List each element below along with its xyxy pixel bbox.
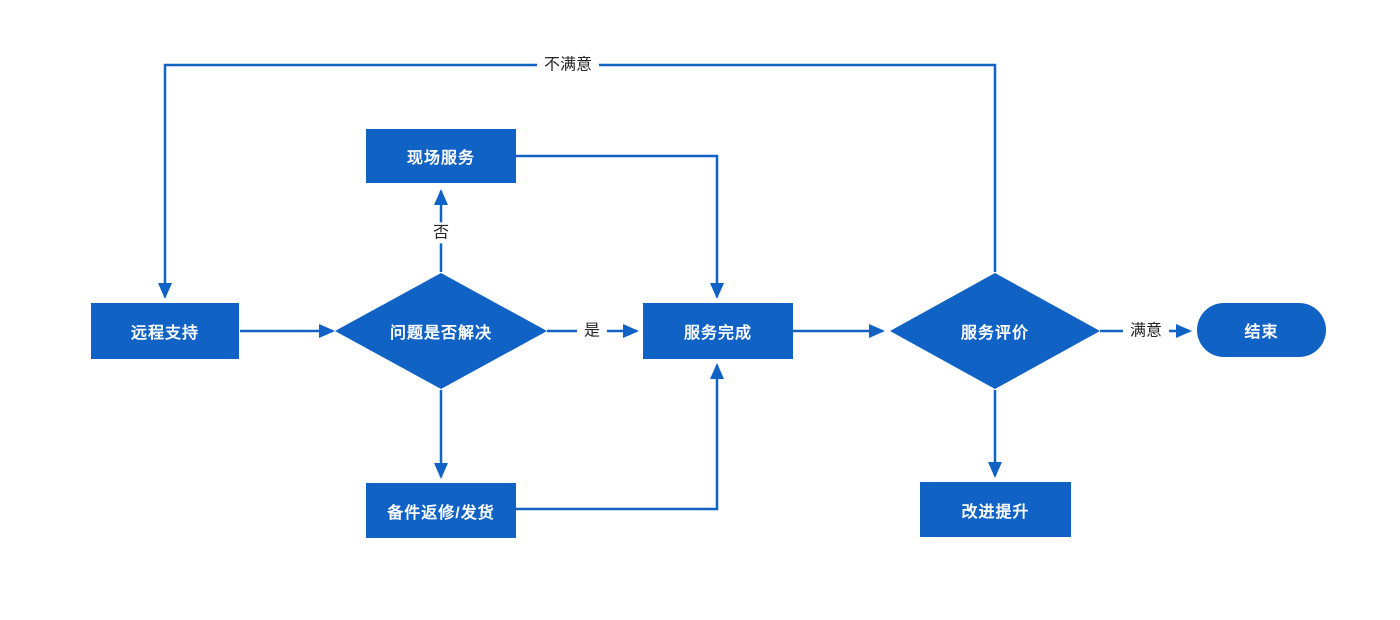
node-end: 结束	[1197, 303, 1326, 357]
node-remote-support: 远程支持	[91, 303, 239, 359]
node-label: 结束	[1244, 324, 1279, 341]
node-improvement: 改进提升	[920, 482, 1071, 537]
node-service-complete: 服务完成	[643, 303, 793, 359]
edge-label-satisfied: 满意	[1122, 320, 1170, 342]
node-label: 现场服务	[406, 150, 475, 167]
node-label: 服务评价	[960, 325, 1029, 342]
edge-label-yes: 是	[576, 320, 608, 342]
node-parts-repair-delivery: 备件返修/发货	[366, 483, 516, 538]
edge-parts-to-complete	[516, 363, 724, 511]
node-label: 问题是否解决	[389, 325, 492, 342]
node-onsite-service: 现场服务	[366, 129, 516, 183]
edge-evaluation-to-remote-feedback	[158, 63, 997, 299]
edge-onsite-to-complete	[516, 154, 724, 299]
edge-label-dissatisfied: 不满意	[536, 54, 600, 76]
node-label: 备件返修/发货	[387, 504, 495, 522]
edge-label-no: 否	[425, 222, 457, 244]
node-label: 远程支持	[130, 325, 199, 342]
node-label: 改进提升	[961, 503, 1030, 521]
node-label: 服务完成	[683, 325, 752, 342]
